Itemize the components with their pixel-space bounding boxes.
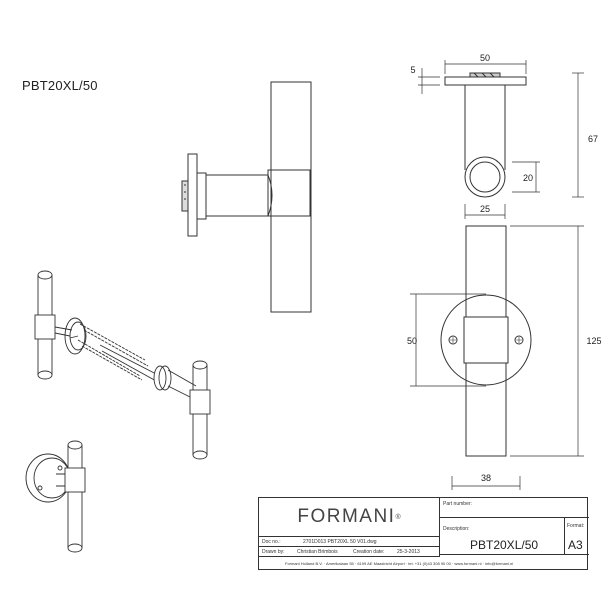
footer-text: Formani Holland B.V. · Amerikalaan 55 · … [285, 561, 514, 566]
format-label: Format: [567, 523, 585, 529]
model-label: PBT20XL/50 [22, 78, 98, 93]
top-view-ring-inner [469, 161, 501, 193]
front-view-screw-left [448, 335, 458, 345]
drawn-by-label: Drawn by: [262, 549, 285, 555]
doc-number-cell: Doc no.: 2701D013 PBT20XL 50 V01.dwg [259, 537, 440, 547]
creation-date-value: 25-3-2013 [397, 549, 420, 555]
dim-ring-diameter: 20 [523, 173, 533, 183]
dimension-lines [410, 60, 584, 490]
format-cell: Format: A3 [565, 518, 589, 555]
side-view-bar [270, 81, 312, 313]
dim-bottom-width: 38 [481, 473, 491, 483]
logo-text: FORMANI [297, 506, 396, 527]
doc-number-value: 2701D013 PBT20XL 50 V01.dwg [303, 539, 377, 545]
doc-number-label: Doc no.: [262, 539, 281, 545]
creation-date-label: Creation date: [353, 549, 385, 555]
front-view-collar [463, 316, 509, 364]
side-view-spacer [196, 172, 207, 220]
side-view [181, 81, 312, 313]
dim-bar-width: 25 [480, 204, 490, 214]
company-logo: FORMANI® [259, 498, 440, 537]
dim-plate-thickness: 5 [410, 65, 415, 75]
top-view [444, 72, 527, 198]
front-view [440, 225, 532, 457]
dim-height-upper: 67 [588, 134, 598, 144]
side-view-mount [181, 180, 189, 212]
part-number-cell: Part number: [440, 498, 589, 518]
description-cell: Description: PBT20XL/50 [440, 518, 565, 555]
format-value: A3 [568, 538, 583, 552]
front-view-rosette [440, 294, 532, 386]
dim-top-width: 50 [480, 53, 490, 63]
drawn-by-value: Christian Brimbois [297, 549, 338, 555]
description-value: PBT20XL/50 [470, 538, 539, 552]
dim-plate-diameter: 50 [407, 336, 417, 346]
side-view-arm [206, 174, 273, 217]
top-view-plate [444, 76, 527, 86]
title-block: FORMANI® Part number: Description: PBT20… [258, 497, 589, 570]
part-number-label: Part number: [443, 501, 472, 507]
registered-mark: ® [395, 513, 401, 521]
drawn-by-cell: Drawn by: Christian Brimbois Creation da… [259, 547, 440, 557]
top-view-ring-outer [464, 156, 506, 198]
footer-cell: Formani Holland B.V. · Amerikalaan 55 · … [259, 559, 589, 569]
side-view-collar [267, 169, 311, 217]
front-view-screw-right [514, 335, 524, 345]
description-label: Description: [443, 526, 470, 532]
dim-total-height: 125 [586, 336, 601, 346]
top-view-arm [464, 85, 506, 170]
isometric-view [25, 440, 86, 553]
exploded-view [34, 270, 211, 460]
side-view-plate [187, 153, 198, 237]
